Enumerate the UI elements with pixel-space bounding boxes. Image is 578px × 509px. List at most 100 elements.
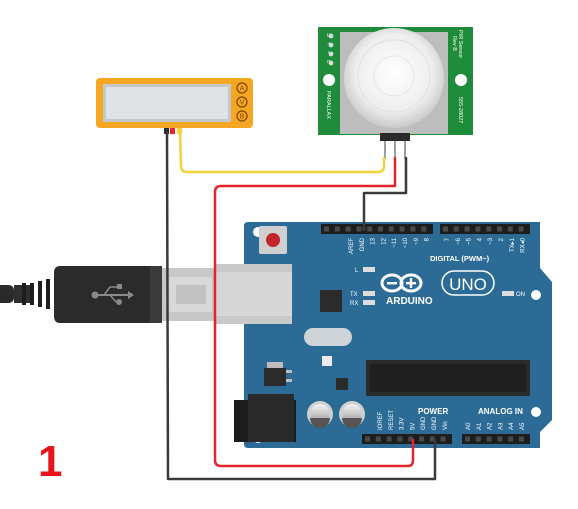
pin-label: RESET: [389, 410, 395, 430]
arduino-uno-board: ARDUINO UNO L TX RX ON DIGITAL (PWM~) PO…: [216, 222, 552, 448]
header-pin-hole: [324, 226, 329, 232]
lcd-display-module: A V B: [96, 78, 253, 134]
pir-pin-letter: +: [325, 42, 331, 46]
led-rx: [363, 300, 375, 305]
wire-black-pir-gnd: [362, 156, 408, 231]
header-pin-hole: [367, 226, 373, 232]
pin-label: 4: [477, 237, 483, 241]
header-pin-hole: [388, 226, 394, 232]
lcd-screen: [106, 87, 228, 119]
capacitor: [339, 401, 365, 428]
pin-label: A5: [520, 422, 526, 430]
mounting-hole: [323, 74, 335, 86]
pir-title: PIR Sensor: [457, 30, 463, 58]
pir-brand: PARALLAX: [325, 91, 331, 119]
header-pin-hole: [508, 436, 514, 442]
digital-label: DIGITAL (PWM~): [430, 254, 490, 263]
pir-pin-letters: S+-L: [325, 33, 334, 66]
pir-part-number: 555-28027: [457, 97, 463, 123]
pin-label: 2: [499, 237, 505, 241]
header-pin-hole: [440, 436, 446, 442]
wire-yellow-signal: [178, 130, 386, 174]
pin-label: ~11: [392, 237, 398, 247]
pin-label: ~3: [488, 237, 494, 245]
svg-text:B: B: [240, 114, 245, 121]
usb-icon: [91, 284, 134, 305]
header-pin-hole: [399, 226, 405, 232]
pir-revision: Rev B: [451, 36, 457, 51]
microcontroller-chip: [366, 360, 530, 396]
led-on: [502, 291, 514, 296]
voltage-regulator: [264, 362, 292, 386]
header-pin-hole: [429, 436, 435, 442]
led-tx-label: TX: [350, 292, 358, 298]
led-l: [363, 267, 375, 272]
pir-pin-letter: S: [325, 33, 331, 37]
lcd-button-a[interactable]: A: [236, 82, 248, 94]
header-pin-hole: [465, 436, 470, 442]
digital-header-left: [321, 224, 433, 234]
pir-pin-pad: [328, 33, 334, 39]
header-pin-hole: [408, 436, 414, 442]
header-pin-hole: [410, 226, 416, 232]
lcd-button-b[interactable]: B: [236, 110, 248, 122]
pin-label: 13: [371, 237, 377, 244]
led-l-label: L: [355, 268, 359, 274]
pin-label: ~5: [467, 237, 473, 245]
header-pin-hole: [475, 436, 481, 442]
brand-label: ARDUINO: [386, 296, 433, 307]
pir-pin-pad: [328, 60, 334, 66]
pin-label: GND: [432, 416, 438, 430]
header-pin-hole: [397, 436, 403, 442]
pir-pin-letter: -: [325, 51, 331, 53]
header-pin-hole: [497, 436, 503, 442]
pin-label: A1: [477, 422, 483, 430]
led-tx: [363, 291, 375, 296]
pir-sensor-module: S+-L PARALLAX PIR Sensor Rev B 555-28027: [318, 27, 473, 159]
header-pin-hole: [486, 226, 492, 232]
pin-label: Vin: [443, 421, 449, 430]
pin-label: ~9: [414, 237, 420, 245]
dc-power-jack: [234, 394, 296, 442]
pin-label: 5V: [410, 423, 416, 430]
lcd-button-v[interactable]: V: [236, 96, 248, 108]
led-rx-label: RX: [350, 301, 358, 307]
analog-in-label: ANALOG IN: [478, 407, 523, 416]
header-pin-hole: [453, 226, 459, 232]
header-pin-hole: [497, 226, 502, 232]
pin-label: AREF: [349, 238, 355, 254]
header-pin-hole: [518, 226, 524, 232]
pin-label: A0: [466, 422, 472, 430]
header-pin-hole: [378, 226, 383, 232]
pin-label: IOREF: [378, 411, 384, 430]
header-pin-hole: [464, 226, 470, 232]
svg-text:V: V: [240, 100, 245, 107]
analog-header: [462, 434, 530, 444]
pin-label: RX◂0: [521, 237, 527, 252]
header-pin-hole: [421, 226, 427, 232]
pir-pin-pad: [328, 51, 334, 57]
pin-label: 12: [381, 237, 387, 244]
arduino-logo: [380, 273, 423, 293]
pin-label: GND: [421, 416, 427, 430]
usb-cable: [0, 266, 218, 323]
capacitor: [307, 401, 333, 428]
header-pin-hole: [443, 226, 448, 232]
pin-label: 3.3V: [400, 418, 406, 430]
pin-label: TX▸1: [510, 237, 516, 252]
led-on-label: ON: [516, 292, 525, 298]
pin-label: 7: [445, 237, 451, 241]
header-pin-hole: [486, 436, 492, 442]
pir-pin-pad: [328, 42, 334, 48]
header-pin-hole: [475, 226, 481, 232]
header-pin-hole: [419, 436, 424, 442]
mounting-hole: [455, 74, 467, 86]
pin-label: A2: [488, 422, 494, 430]
header-pin-hole: [356, 226, 362, 232]
reset-button[interactable]: [259, 226, 287, 254]
header-pin-hole: [519, 436, 524, 442]
crystal: [304, 328, 352, 346]
header-pin-hole: [386, 436, 392, 442]
usb-interface-chip: [320, 290, 342, 312]
